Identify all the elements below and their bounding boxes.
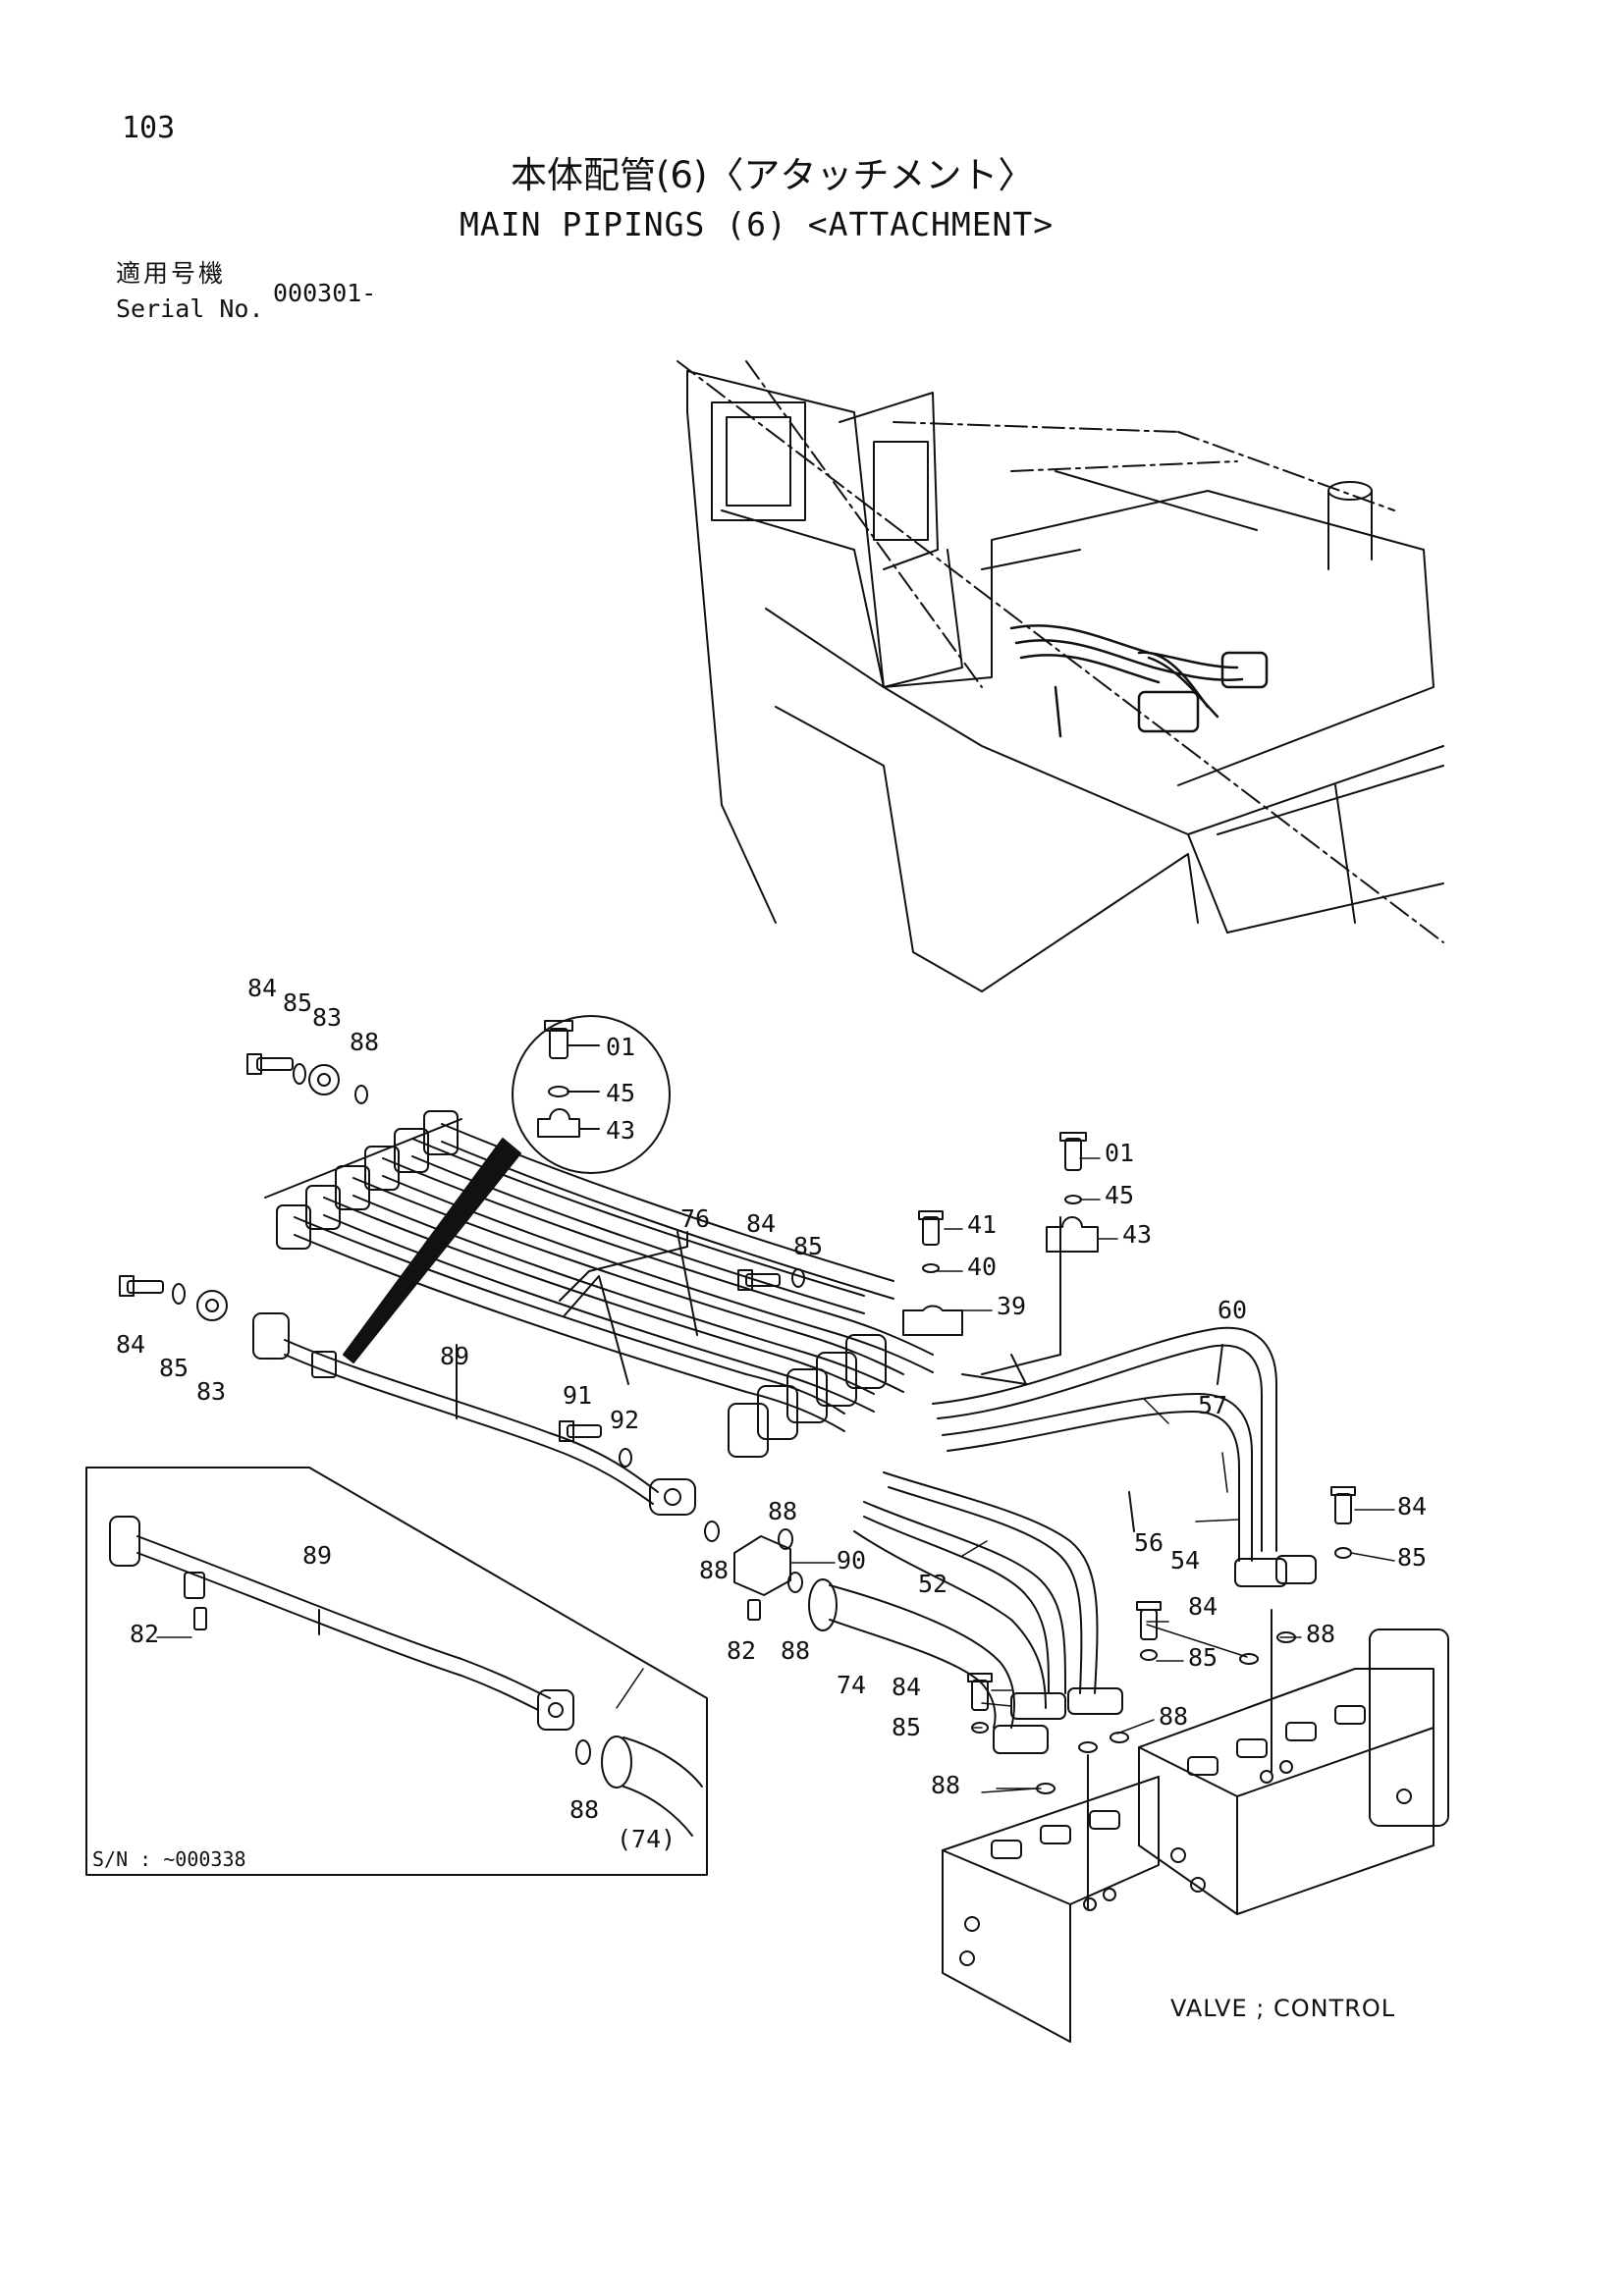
machine-body-drawing: [677, 361, 1443, 991]
callout-85: 85: [793, 1232, 823, 1260]
callout-82: 82: [727, 1636, 756, 1665]
callout-74: 74: [837, 1671, 866, 1699]
page-title-japanese: 本体配管(6)〈アタッチメント〉: [511, 154, 1035, 196]
callout-01: 01: [606, 1033, 635, 1061]
engine-cover-edge: [982, 550, 1080, 569]
callout-89: 89: [440, 1342, 469, 1370]
rear-edge: [1188, 834, 1227, 933]
callout-88: 88: [699, 1556, 729, 1584]
cab-front: [687, 371, 884, 687]
early-serial-inset: [86, 1468, 707, 1875]
rear-deck: [1218, 766, 1443, 834]
callout-74-reference: (74): [617, 1825, 676, 1853]
callout-92: 92: [610, 1406, 639, 1434]
engine-cover: [1056, 471, 1257, 530]
callout-88: 88: [1306, 1620, 1335, 1648]
valve-ports: [960, 1706, 1411, 1965]
callout-52: 52: [918, 1570, 947, 1598]
callout-84: 84: [247, 974, 277, 1002]
callout-84: 84: [892, 1673, 921, 1701]
pipe-89: [253, 1313, 695, 1515]
magnified-clamp-detail: [344, 1016, 670, 1362]
cab-side: [839, 393, 938, 569]
pipe-bundle-76: [265, 1111, 933, 1457]
callout-85: 85: [1188, 1643, 1218, 1672]
upper-frame: [766, 491, 1434, 785]
right-flanges: [729, 1335, 886, 1457]
callout-88: 88: [350, 1028, 379, 1056]
cab-door: [874, 442, 928, 540]
callout-43: 43: [1122, 1220, 1152, 1249]
cab-window: [712, 402, 805, 520]
valve-control-label: VALVE ; CONTROL: [1170, 1995, 1396, 2022]
callout-84: 84: [746, 1209, 776, 1238]
serial-label-english: Serial No.: [116, 294, 264, 323]
page-title-english: MAIN PIPINGS (6) <ATTACHMENT>: [460, 205, 1055, 243]
body-centerlines: [677, 361, 1443, 942]
callout-41: 41: [967, 1210, 997, 1239]
control-valve-drawing: [943, 1610, 1448, 2042]
fastener-parts: [120, 1054, 1355, 1793]
callout-40: 40: [967, 1253, 997, 1281]
page-number: 103: [122, 111, 176, 145]
callout-39: 39: [997, 1292, 1026, 1320]
side-panel: [776, 707, 1198, 991]
callout-85: 85: [159, 1354, 189, 1382]
callout-54: 54: [1170, 1546, 1200, 1575]
callout-89: 89: [302, 1541, 332, 1570]
bundle-bracket: [565, 1276, 628, 1384]
rear-panel: [1335, 785, 1355, 923]
long-pipes: [809, 1217, 1316, 1753]
callout-83: 83: [312, 1003, 342, 1032]
callout-88: 88: [1159, 1702, 1188, 1731]
callout-82: 82: [130, 1620, 159, 1648]
callout-85: 85: [1397, 1543, 1427, 1572]
callout-90: 90: [837, 1546, 866, 1575]
callout-83: 83: [196, 1377, 226, 1406]
callout-56: 56: [1134, 1528, 1164, 1557]
callout-57: 57: [1198, 1391, 1227, 1419]
callout-88: 88: [931, 1771, 960, 1799]
serial-number-value: 000301-: [273, 279, 377, 307]
callout-84: 84: [1188, 1592, 1218, 1621]
callout-labels: 84 85 83 88 01 45 43 76 84 85 01 45 43 4…: [116, 974, 1427, 1853]
cab-outline: [687, 371, 776, 923]
rear-bottom: [1227, 883, 1443, 933]
callout-45: 45: [606, 1079, 635, 1107]
leader-76: [677, 1232, 697, 1335]
cab-window-inner: [727, 417, 790, 506]
callout-85: 85: [283, 988, 312, 1017]
callout-88: 88: [768, 1497, 797, 1525]
callout-88: 88: [569, 1795, 599, 1824]
callout-91: 91: [563, 1381, 592, 1410]
callout-01: 01: [1105, 1139, 1134, 1167]
serial-label-japanese: 適用号機: [116, 259, 227, 288]
cab-base: [722, 510, 962, 687]
deck-piping-detail: [1011, 625, 1267, 736]
left-flanges: [265, 1111, 461, 1249]
callout-60: 60: [1218, 1296, 1247, 1324]
callout-76: 76: [680, 1204, 710, 1233]
callout-88: 88: [781, 1636, 810, 1665]
inset-serial-label: S/N : ~000338: [92, 1847, 246, 1871]
bundle-bracket: [560, 1232, 687, 1301]
callout-84: 84: [1397, 1492, 1427, 1521]
callout-84: 84: [116, 1330, 145, 1359]
callout-45: 45: [1105, 1181, 1134, 1209]
callout-43: 43: [606, 1116, 635, 1145]
callout-85: 85: [892, 1713, 921, 1741]
callout-leaders: [157, 1158, 1394, 1792]
exhaust-pipe-top: [1328, 482, 1372, 500]
deck-line: [884, 687, 1443, 834]
